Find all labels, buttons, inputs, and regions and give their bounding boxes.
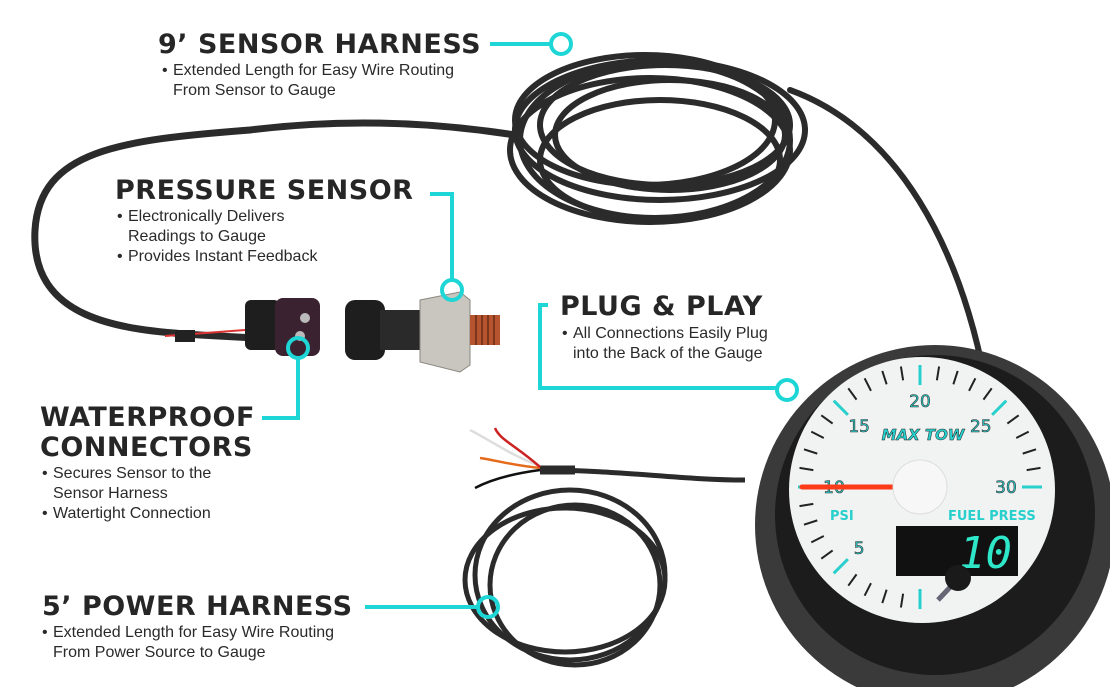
power-harness-cable <box>462 465 746 668</box>
major-tick <box>832 558 849 575</box>
waterproof-bullets: Secures Sensor to the Sensor Harness Wat… <box>42 464 211 524</box>
needle-hub <box>892 459 948 515</box>
minor-tick <box>968 377 977 392</box>
tick-label: 30 <box>995 478 1017 498</box>
minor-tick <box>881 589 888 604</box>
power-harness-title: 5’ POWER HARNESS <box>42 591 353 622</box>
tick-label: 5 <box>854 539 865 559</box>
minor-tick <box>952 370 959 385</box>
gauge-ticks <box>798 365 1042 609</box>
minor-tick <box>810 535 825 544</box>
minor-tick <box>881 370 888 385</box>
major-tick <box>832 399 849 416</box>
minor-tick <box>1026 466 1041 472</box>
sensor-harness-bullets: Extended Length for Easy Wire Routing Fr… <box>162 61 454 101</box>
bullet: Electronically Delivers <box>117 207 317 227</box>
waterproof-title: WATERPROOF CONNECTORS <box>40 403 255 463</box>
bullet: Provides Instant Feedback <box>117 247 317 267</box>
tick-label: 15 <box>848 417 870 437</box>
plug-play-bullets: All Connections Easily Plug into the Bac… <box>562 324 768 364</box>
waterproof-title-line1: WATERPROOF <box>40 402 255 433</box>
minor-tick <box>863 377 872 392</box>
minor-tick <box>982 387 993 401</box>
minor-tick <box>810 430 825 439</box>
minor-tick <box>820 549 834 560</box>
bullet-continued: From Power Source to Gauge <box>53 644 266 661</box>
minor-tick <box>820 414 834 425</box>
minor-tick <box>863 582 872 597</box>
sensor-harness-title: 9’ SENSOR HARNESS <box>158 29 482 60</box>
minor-tick <box>799 502 814 508</box>
minor-tick <box>1015 430 1030 439</box>
minor-tick <box>935 366 941 381</box>
sensor-harness-cable <box>31 52 988 383</box>
bullet: Extended Length for Easy Wire Routing <box>42 623 334 643</box>
power-harness-bullets: Extended Length for Easy Wire Routing Fr… <box>42 623 334 663</box>
minor-tick <box>1022 448 1037 455</box>
minor-tick <box>803 519 818 526</box>
bullet: Extended Length for Easy Wire Routing <box>162 61 454 81</box>
pressure-sensor-bullets: Electronically Delivers Readings to Gaug… <box>117 207 317 267</box>
unit-label: PSI <box>830 509 854 524</box>
bullet: Secures Sensor to the <box>42 464 211 484</box>
waterproof-title-line2: CONNECTORS <box>40 432 253 463</box>
power-wires <box>469 427 541 490</box>
minor-tick <box>1006 414 1020 425</box>
gauge-button[interactable] <box>945 565 971 591</box>
bullet-continued: Readings to Gauge <box>128 228 266 245</box>
leader-lines <box>262 32 799 619</box>
minor-tick <box>899 593 905 608</box>
bullet-continued: From Sensor to Gauge <box>173 82 336 99</box>
bullet: Watertight Connection <box>42 504 211 524</box>
minor-tick <box>899 366 905 381</box>
minor-tick <box>847 387 858 401</box>
pressure-sensor-title: PRESSURE SENSOR <box>115 175 414 206</box>
bullet-continued: into the Back of the Gauge <box>573 345 763 362</box>
tick-label: 20 <box>909 392 931 412</box>
tick-label: 25 <box>970 417 992 437</box>
minor-tick <box>847 573 858 587</box>
major-tick <box>991 399 1008 416</box>
gauge-label: FUEL PRESS <box>948 509 1036 524</box>
waterproof-connector <box>164 298 420 360</box>
gauge: 51015202530 MAX TOW PSI FUEL PRESS 10 <box>755 345 1110 687</box>
pressure-sensor <box>419 291 500 373</box>
plug-play-title: PLUG & PLAY <box>560 291 763 322</box>
bullet: All Connections Easily Plug <box>562 324 768 344</box>
bullet-continued: Sensor Harness <box>53 485 168 502</box>
gauge-tick-labels: 51015202530 <box>823 392 1017 559</box>
minor-tick <box>799 466 814 472</box>
brand-logo: MAX TOW <box>882 426 966 444</box>
minor-tick <box>803 448 818 455</box>
